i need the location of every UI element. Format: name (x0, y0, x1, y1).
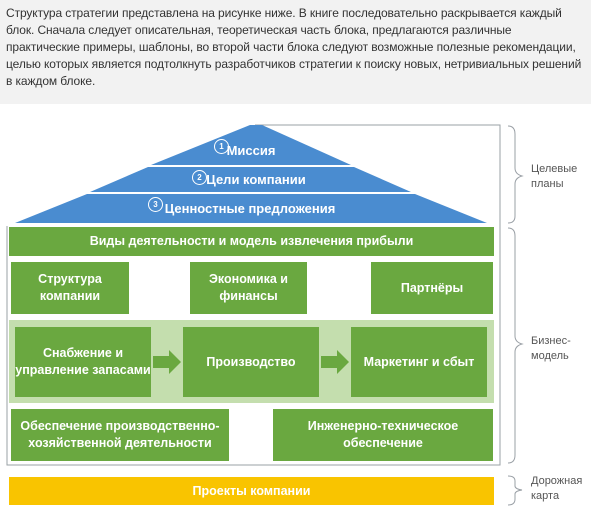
projects-bar: Проекты компании (9, 477, 494, 505)
block-operations-support: Обеспечение производственно-хозяйственно… (11, 409, 229, 461)
brace-roadmap (507, 475, 523, 506)
block-engineering-support: Инженерно-техническое обеспечение (273, 409, 493, 461)
block-company-structure: Структура компании (11, 262, 129, 314)
roof-band-value (15, 194, 487, 223)
roof-band-mission (151, 125, 351, 165)
block-partners: Партнёры (371, 262, 493, 314)
roof-number-1: 1 (214, 139, 229, 154)
brace-business-model (507, 227, 524, 464)
activities-bar: Виды деятельности и модель извлечения пр… (9, 227, 494, 256)
roof-label-mission: Миссия (226, 143, 276, 158)
side-label-business-model: Бизнес-модель (531, 335, 571, 362)
roof-label-value: Ценностные предложения (164, 201, 336, 216)
brace-targets (507, 125, 524, 224)
block-economics-finance: Экономика и финансы (190, 262, 307, 314)
block-production: Производство (183, 327, 319, 397)
arrow-right-icon (153, 350, 181, 374)
arrow-right-icon (321, 350, 349, 374)
roof-number-2: 2 (192, 170, 207, 185)
roof-number-3: 3 (148, 197, 163, 212)
intro-panel: Структура стратегии представлена на рису… (0, 0, 591, 104)
roof-label-goals: Цели компании (206, 172, 306, 187)
side-label-roadmap: Дорожная карта (531, 475, 583, 502)
block-marketing-sales: Маркетинг и сбыт (351, 327, 487, 397)
intro-text: Структура стратегии представлена на рису… (6, 6, 582, 88)
side-label-targets: Целевые планы (531, 163, 578, 190)
block-supply-inventory: Снабжение и управление запасами (15, 327, 151, 397)
roof-band-goals (90, 167, 411, 192)
